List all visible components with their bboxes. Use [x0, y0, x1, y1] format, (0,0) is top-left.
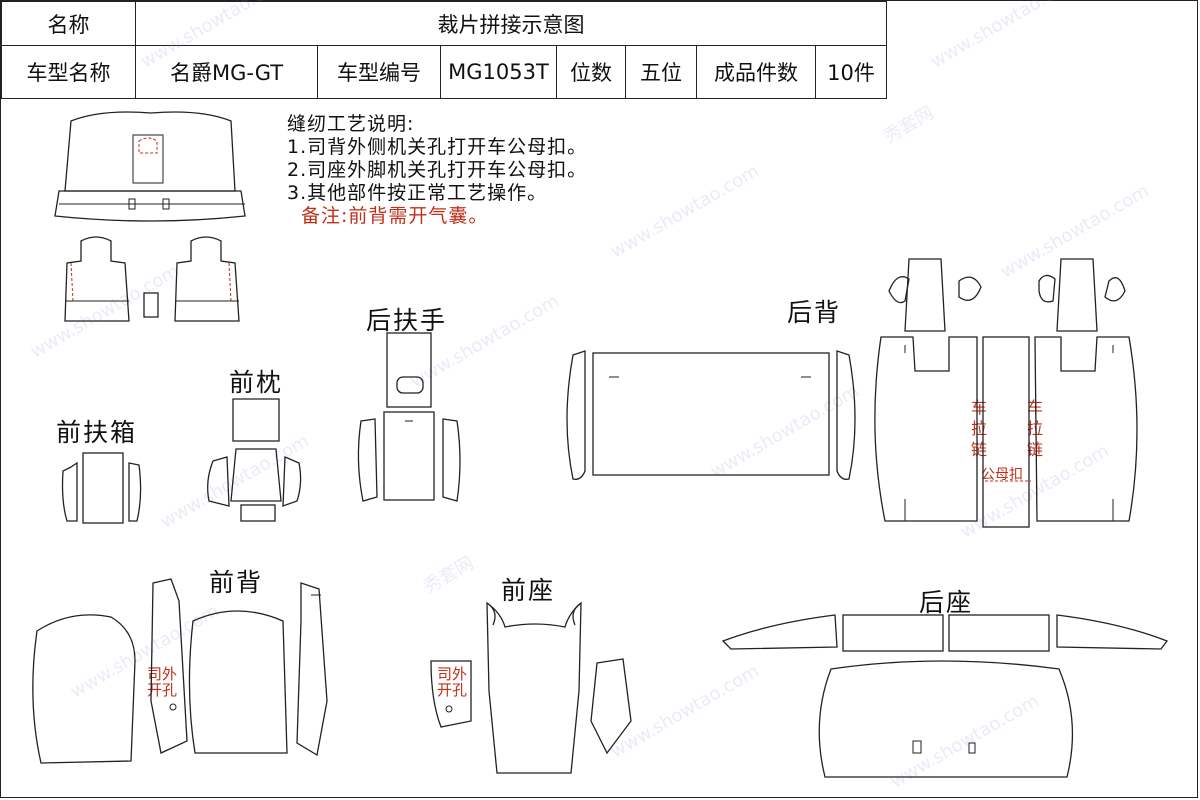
- model-name-value: 名爵MG-GT: [135, 45, 318, 99]
- pieces-rear-back-main: [566, 350, 856, 480]
- pieces-rear-seat: [721, 614, 1169, 778]
- notes-item: 2.司座外脚机关孔打开车公母扣。: [287, 159, 588, 181]
- model-name-label: 车型名称: [1, 45, 136, 99]
- label-front-pillow: 前枕: [229, 368, 284, 397]
- pieces-front-pillow: [207, 398, 302, 522]
- label-front-armbox: 前扶箱: [56, 418, 138, 447]
- sewing-notes: 缝纫工艺说明: 1.司背外侧机关孔打开车公母扣。 2.司座外脚机关孔打开车公母扣…: [287, 113, 587, 228]
- label-front-seat: 前座: [501, 576, 556, 605]
- seats-label: 位数: [556, 45, 626, 99]
- label-rear-seat: 后座: [919, 588, 974, 617]
- notes-item: 1.司背外侧机关孔打开车公母扣。: [287, 136, 588, 158]
- pieces-rear-back-split: [874, 258, 1138, 528]
- zipper-note-right: 车拉链: [1027, 398, 1044, 459]
- pieces-value: 10件: [815, 45, 887, 99]
- model-code-label: 车型编号: [317, 45, 441, 99]
- driver-hole-note-back: 司外开孔: [147, 665, 178, 699]
- notes-item: 3.其他部件按正常工艺操作。: [287, 182, 548, 204]
- notes-title: 缝纫工艺说明:: [287, 113, 415, 135]
- pieces-front-seat: [430, 601, 632, 774]
- pieces-rear-armrest: [357, 332, 461, 502]
- name-label-cell: 名称: [1, 1, 136, 46]
- thumbnail-rear-seat: [54, 111, 246, 222]
- pieces-front-armbox: [61, 452, 142, 524]
- label-rear-back: 后背: [787, 298, 842, 327]
- label-rear-armrest: 后扶手: [366, 306, 448, 335]
- pieces-label: 成品件数: [696, 45, 816, 99]
- label-front-back: 前背: [209, 568, 264, 597]
- snap-fastener-note: 公母扣: [981, 467, 1023, 483]
- driver-hole-note-seat: 司外开孔: [437, 665, 468, 699]
- thumbnail-front-seats: [64, 236, 240, 322]
- notes-remark: 备注:前背需开气囊。: [301, 205, 489, 227]
- seats-value: 五位: [625, 45, 697, 99]
- pieces-front-back: [32, 578, 328, 764]
- model-code-value: MG1053T: [440, 45, 557, 99]
